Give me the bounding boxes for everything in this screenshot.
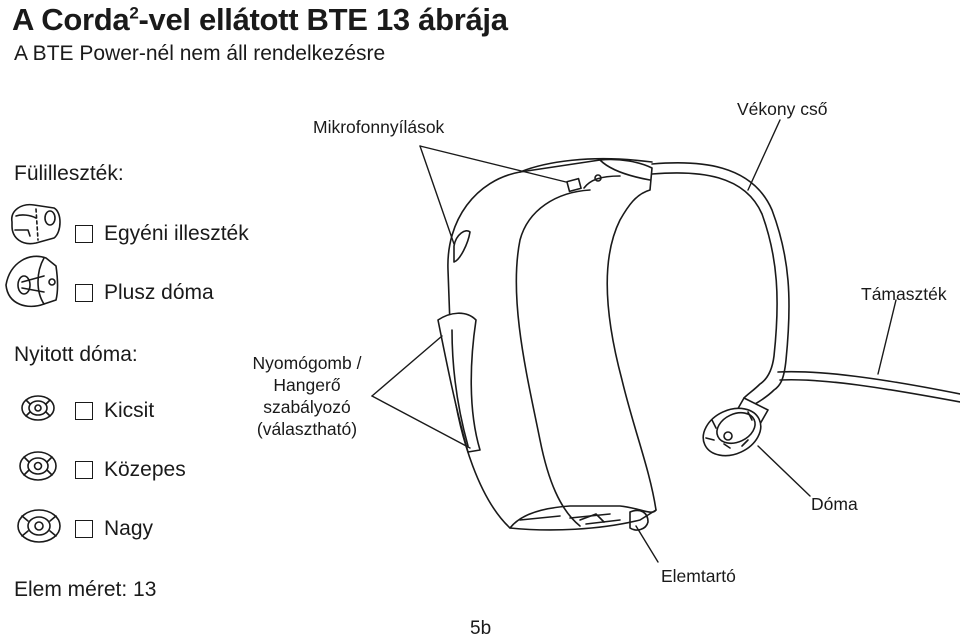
push-button-label-line2: Hangerő — [273, 375, 341, 395]
mic-callout-line-1 — [419, 145, 567, 183]
dome-medium-checkbox[interactable] — [75, 461, 93, 479]
dome-callout-line — [757, 445, 811, 497]
hearing-aid-body — [437, 157, 657, 531]
push-button-label-line4: (választható) — [256, 419, 358, 439]
dome-medium-icon — [19, 451, 57, 481]
thin-tube-callout-line — [747, 119, 781, 191]
dome-small-checkbox[interactable] — [75, 402, 93, 420]
battery-door-label: Elemtartó — [661, 566, 736, 586]
support-wire-upper — [777, 370, 960, 395]
callout-lines — [371, 119, 897, 563]
dome-small-label: Kicsit — [104, 399, 155, 422]
microphone-openings-label: Mikrofonnyílások — [313, 117, 445, 137]
thin-tube-outline-inner — [651, 172, 778, 399]
page-title: A Corda2-vel ellátott BTE 13 ábrája — [12, 2, 508, 38]
plus-dome-label: Plusz dóma — [104, 281, 214, 304]
earpiece-heading: Fülilleszték: — [14, 162, 124, 185]
push-button-label: Nyomógomb / Hangerő szabályozó (választh… — [236, 352, 378, 440]
button-callout-line-1 — [371, 335, 443, 397]
custom-mould-label: Egyéni illeszték — [104, 222, 249, 245]
support-wire-lower — [779, 378, 960, 403]
title-rest: -vel ellátott BTE 13 ábrája — [138, 2, 508, 37]
dome-large-checkbox[interactable] — [75, 520, 93, 538]
push-button-label-line1: Nyomógomb / — [252, 353, 362, 373]
mic-callout-line-2 — [419, 145, 455, 245]
plus-dome-icon — [5, 255, 59, 308]
title-main: A Corda — [12, 2, 130, 37]
support-label: Támaszték — [861, 284, 947, 304]
title-superscript: 2 — [129, 3, 139, 23]
page-number: 5b — [470, 618, 492, 639]
dome-label: Dóma — [811, 494, 858, 514]
dome-large-icon — [17, 509, 61, 543]
page-subtitle: A BTE Power-nél nem áll rendelkezésre — [14, 42, 386, 65]
dome-medium-label: Közepes — [104, 458, 186, 481]
thin-tube-outline-outer — [651, 162, 790, 407]
push-button-label-line3: szabályozó — [263, 397, 351, 417]
battery-size-label: Elem méret: 13 — [14, 578, 157, 601]
custom-mould-icon — [11, 203, 61, 245]
dome-part — [702, 397, 769, 457]
open-dome-heading: Nyitott dóma: — [14, 343, 138, 366]
battery-door-callout-line — [635, 525, 659, 563]
thin-tube-label: Vékony cső — [737, 99, 828, 119]
button-callout-line-2 — [371, 395, 471, 449]
plus-dome-checkbox[interactable] — [75, 284, 93, 302]
dome-large-label: Nagy — [104, 517, 154, 540]
custom-mould-checkbox[interactable] — [75, 225, 93, 243]
dome-small-icon — [21, 395, 55, 421]
support-callout-line — [877, 299, 897, 375]
